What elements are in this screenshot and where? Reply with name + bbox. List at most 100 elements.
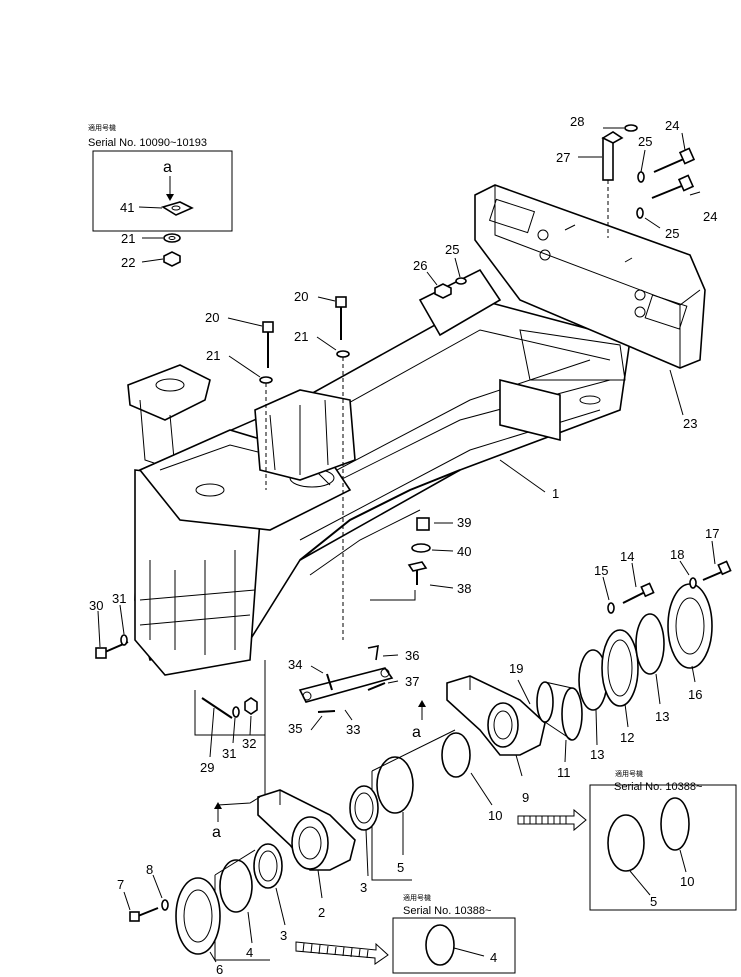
callout-24-top: 24 [665, 118, 679, 133]
part-38-bracket [407, 561, 428, 572]
inset-top-serial: Serial No. 10090~10193 [88, 137, 207, 149]
callout-7: 7 [117, 877, 124, 892]
part-3-ring-right [349, 785, 379, 831]
callout-21-top: 21 [121, 231, 135, 246]
inset-right-part-5 [607, 814, 645, 872]
callout-11: 11 [557, 765, 571, 780]
callout-31-left: 31 [112, 591, 126, 606]
callout-25-mid: 25 [445, 242, 459, 257]
part-13-ring-upper [635, 613, 665, 675]
inset-top-note: 適用号機 [88, 123, 116, 132]
part-10-ring-middle [441, 732, 471, 778]
callout-12: 12 [620, 730, 634, 745]
callout-19: 19 [509, 661, 523, 676]
part-25-washer-mid [455, 277, 467, 285]
part-27-pin [602, 137, 614, 181]
callout-39: 39 [457, 515, 471, 530]
callout-6: 6 [216, 962, 223, 977]
part-12-flange [601, 629, 639, 728]
part-21-washer-top [163, 233, 181, 243]
callout-31-lower: 31 [222, 746, 236, 761]
callout-23: 23 [683, 416, 697, 431]
part-20-bolt-head-left [262, 321, 274, 333]
callout-33: 33 [346, 722, 360, 737]
part-32-nut [244, 697, 258, 715]
part-17-bolt [702, 570, 725, 581]
callout-21-left: 21 [206, 348, 220, 363]
callout-37: 37 [405, 674, 419, 689]
part-2-bearing-housing [257, 789, 356, 899]
inset-top-arrowhead [166, 194, 174, 201]
part-29-rod [201, 697, 233, 719]
part-21-washer-right [336, 350, 350, 358]
leader-41 [138, 206, 163, 209]
leader-22 [141, 258, 164, 263]
callout-29: 29 [200, 760, 214, 775]
inset-bottom-part-4 [425, 924, 455, 966]
view-letter-a-upper: a [412, 724, 421, 741]
callout-4-bottom-inset: 4 [490, 950, 497, 965]
part-7-bolt-head [129, 911, 140, 922]
part-41-plate [161, 201, 194, 216]
part-35-pin [317, 710, 336, 713]
callout-20-right: 20 [294, 289, 308, 304]
callout-14: 14 [620, 549, 634, 564]
part-41-hole [171, 205, 181, 211]
callout-16: 16 [688, 687, 702, 702]
inset-top-frame [92, 150, 233, 232]
callout-1: 1 [552, 486, 559, 501]
callout-41: 41 [120, 200, 134, 215]
part-30-bolt-head [95, 647, 107, 659]
callout-26: 26 [413, 258, 427, 273]
callout-35: 35 [288, 721, 302, 736]
callout-13-lower: 13 [590, 747, 604, 762]
part-7-bolt [137, 907, 159, 917]
callout-18: 18 [670, 547, 684, 562]
part-16-cover-plate [667, 583, 713, 683]
part-15-washer [607, 602, 615, 614]
part-14-bolt-head [640, 582, 655, 598]
callout-25-bottom: 25 [665, 226, 679, 241]
inset-top-view-letter: a [163, 159, 172, 176]
part-5-seal-middle [376, 756, 414, 814]
part-18-washer [689, 577, 697, 589]
callout-30: 30 [89, 598, 103, 613]
callout-36: 36 [405, 648, 419, 663]
inset-right-note: 適用号機 [615, 769, 643, 778]
inset-bottom-serial-10388: 適用号機 Serial No. 10388~ 4 [392, 893, 516, 974]
callout-27: 27 [556, 150, 570, 165]
callout-5-middle: 5 [397, 860, 404, 875]
part-25-washer-lower [636, 207, 644, 219]
inset-serial-10090-10193: 適用号機 Serial No. 10090~10193 a 41 [88, 123, 233, 232]
callout-38: 38 [457, 581, 471, 596]
inset-right-frame [589, 784, 737, 911]
part-39-bolt [416, 517, 430, 531]
part-24-bolt-head-lower [677, 174, 695, 192]
callout-25-top: 25 [638, 134, 652, 149]
part-4-seal [219, 859, 253, 913]
callout-40: 40 [457, 544, 471, 559]
inset-bottom-frame [392, 917, 516, 974]
callout-24-bottom: 24 [703, 209, 717, 224]
callout-8: 8 [146, 862, 153, 877]
part-37-pin [367, 682, 386, 691]
callout-5-right-inset: 5 [650, 894, 657, 909]
callout-17: 17 [705, 526, 719, 541]
inset-bottom-note: 適用号機 [403, 893, 431, 902]
view-letter-a-lower: a [212, 824, 221, 841]
part-23-counterweight [474, 184, 706, 416]
inset-right-part-10 [660, 797, 690, 851]
part-11-bushing [536, 681, 583, 763]
callout-10-middle: 10 [488, 808, 502, 823]
callout-34: 34 [288, 657, 302, 672]
callout-28: 28 [570, 114, 584, 129]
part-1-main-frame [127, 268, 631, 676]
part-21-washer-left [259, 376, 273, 384]
callout-3-left: 3 [280, 928, 287, 943]
part-34-pin [326, 673, 333, 691]
arrow-to-bottom-inset [295, 941, 389, 965]
callout-15: 15 [594, 563, 608, 578]
arrow-to-right-inset [517, 808, 587, 832]
callout-3-right: 3 [360, 880, 367, 895]
